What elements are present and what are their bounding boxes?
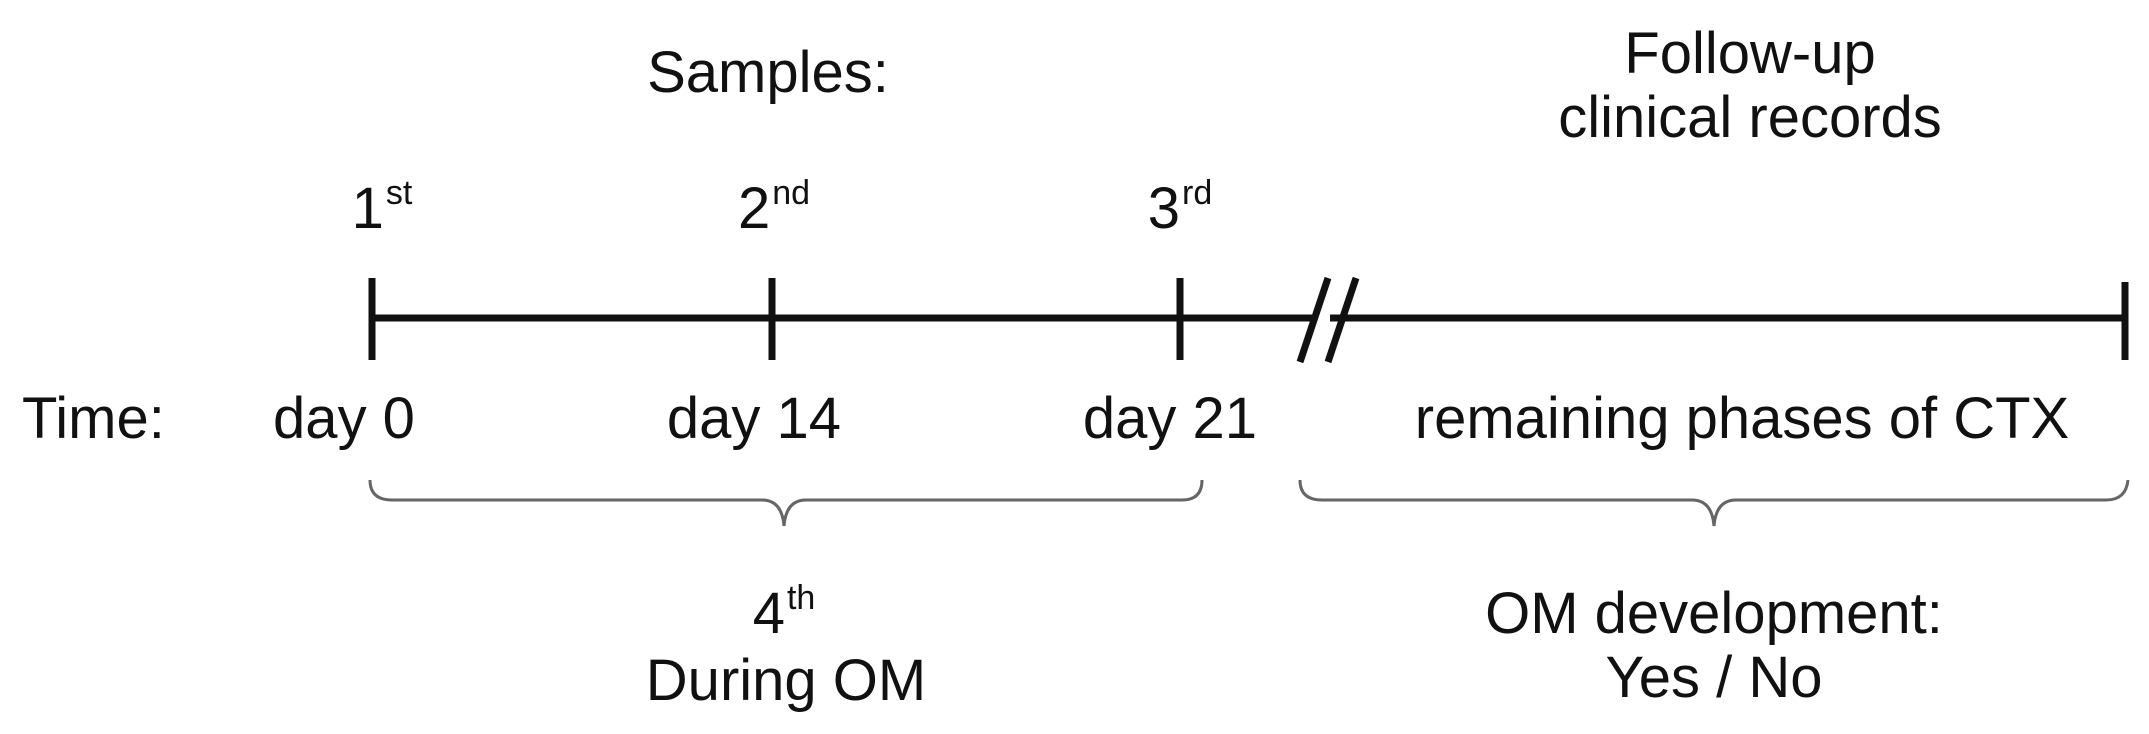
remaining-phases-label: remaining phases of CTX [1414, 386, 2070, 451]
sample-ordinal-4: 4th [752, 579, 816, 646]
day-label-14: day 14 [666, 386, 842, 451]
followup-label: Follow-up clinical records [1558, 22, 1942, 150]
during-om-label: During OM [645, 648, 927, 713]
day-label-21: day 21 [1082, 386, 1258, 451]
time-label: Time: [22, 386, 165, 451]
followup-label-line-2: clinical records [1558, 85, 1942, 150]
break-mark-1 [1296, 276, 1332, 364]
samples-label: Samples: [647, 40, 889, 105]
followup-label-line-1: Follow-up [1624, 21, 1876, 86]
sample-ordinal-3: 3rd [1147, 174, 1213, 241]
om-development-line-1: OM development: [1485, 581, 1943, 646]
om-development-label: OM development: Yes / No [1485, 582, 1943, 710]
sample-ordinal-1: 1st [351, 174, 413, 241]
om-development-line-2: Yes / No [1605, 645, 1823, 710]
bracket-during-treatment [368, 479, 1204, 527]
break-mark-2 [1324, 276, 1360, 364]
day-label-0: day 0 [273, 386, 415, 451]
sample-ordinal-2: 2nd [737, 174, 811, 241]
bracket-remaining-phases [1298, 479, 2130, 527]
